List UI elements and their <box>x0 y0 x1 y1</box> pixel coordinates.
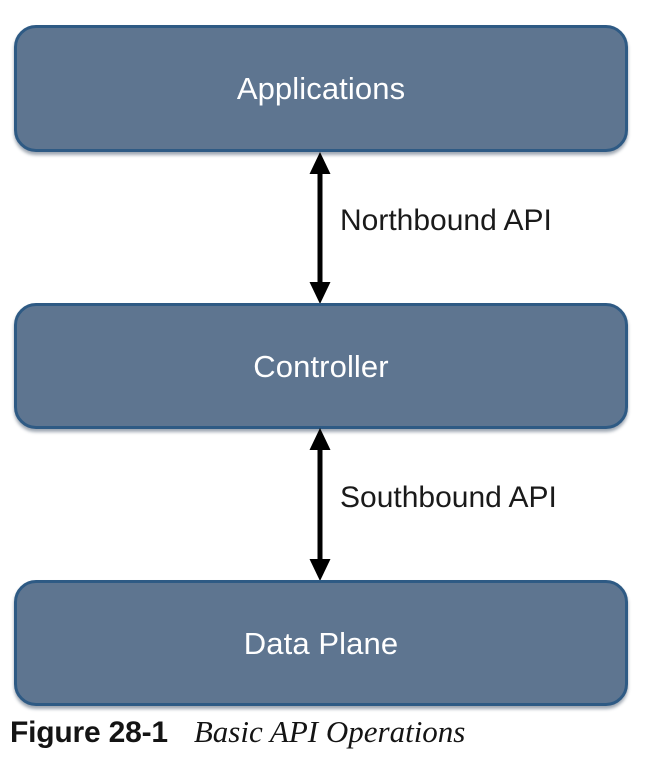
northbound-api-label: Northbound API <box>340 204 552 237</box>
layer-label-data-plane: Data Plane <box>243 625 399 661</box>
southbound-api-label: Southbound API <box>340 481 557 514</box>
layer-box-controller: Controller <box>14 303 628 429</box>
layer-box-data-plane: Data Plane <box>14 580 628 706</box>
layer-box-applications: Applications <box>14 25 628 152</box>
figure-caption: Figure 28-1 Basic API Operations <box>10 716 658 762</box>
figure-caption-title: Basic API Operations <box>193 714 466 749</box>
figure-caption-number: Figure 28-1 <box>10 716 168 749</box>
double-headed-arrow-icon <box>309 428 331 581</box>
layer-label-controller: Controller <box>253 348 389 384</box>
layer-label-applications: Applications <box>236 71 406 106</box>
double-headed-arrow-icon <box>309 152 331 304</box>
southbound-api-arrow <box>302 427 338 582</box>
northbound-api-arrow <box>302 151 338 305</box>
